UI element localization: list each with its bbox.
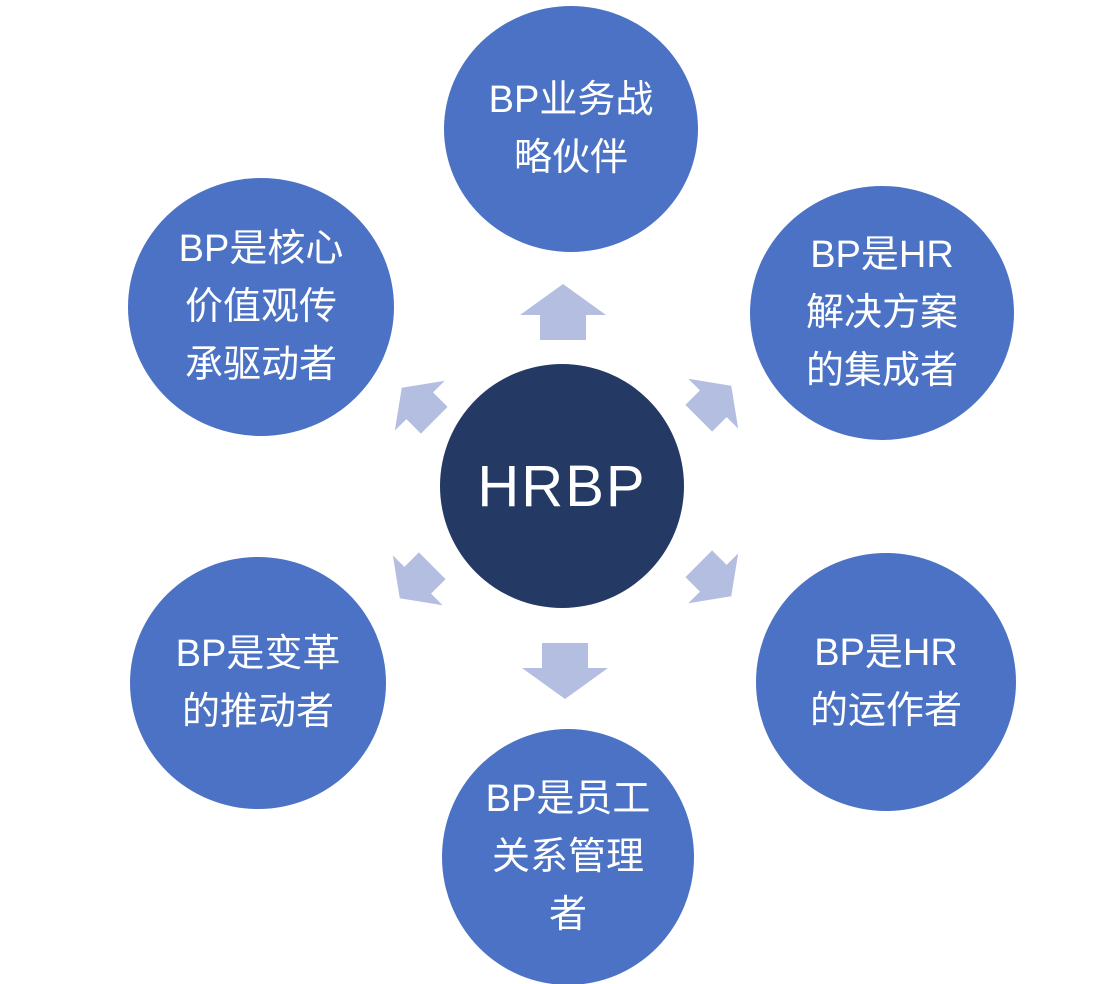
node-label-line: BP是核心 [178,228,344,270]
block-arrow-up-icon [520,284,606,340]
node-label-line: BP是员工 [485,778,651,820]
block-arrow-down-icon [522,643,608,699]
node-label-line: 的集成者 [805,350,958,392]
block-arrow-upper-right-icon [674,361,756,443]
node-label-line: 关系管理 [491,836,644,878]
node-label-line: BP是HR [810,234,954,276]
node-label-line: BP是变革 [175,633,341,675]
node-label-line: BP业务战 [488,79,654,121]
hub-hrbp-circle: HRBP [440,364,684,608]
node-hr-operator: BP是HR 的运作者 [756,553,1016,811]
node-label-line: 承驱动者 [184,344,337,386]
node-label-line: 者 [548,894,587,936]
node-change-promoter: BP是变革 的推动者 [130,557,386,809]
node-label-line: 的推动者 [181,691,334,733]
node-label-line: 略伙伴 [513,137,628,179]
node-label-line: 解决方案 [805,292,958,334]
node-employee-relations-manager: BP是员工 关系管理 者 [442,729,694,984]
node-hr-solution-integrator: BP是HR 解决方案 的集成者 [750,186,1014,440]
node-label-line: 价值观传 [184,286,337,328]
node-label-line: BP是HR [814,632,958,674]
node-label-line: 的运作者 [809,690,962,732]
block-arrow-lower-left-icon [375,541,457,623]
hub-label: HRBP [477,453,647,519]
node-business-strategy-partner: BP业务战 略伙伴 [444,6,698,252]
node-core-values-driver: BP是核心 价值观传 承驱动者 [128,178,394,436]
block-arrow-upper-left-icon [377,363,459,445]
block-arrow-lower-right-icon [674,539,756,621]
